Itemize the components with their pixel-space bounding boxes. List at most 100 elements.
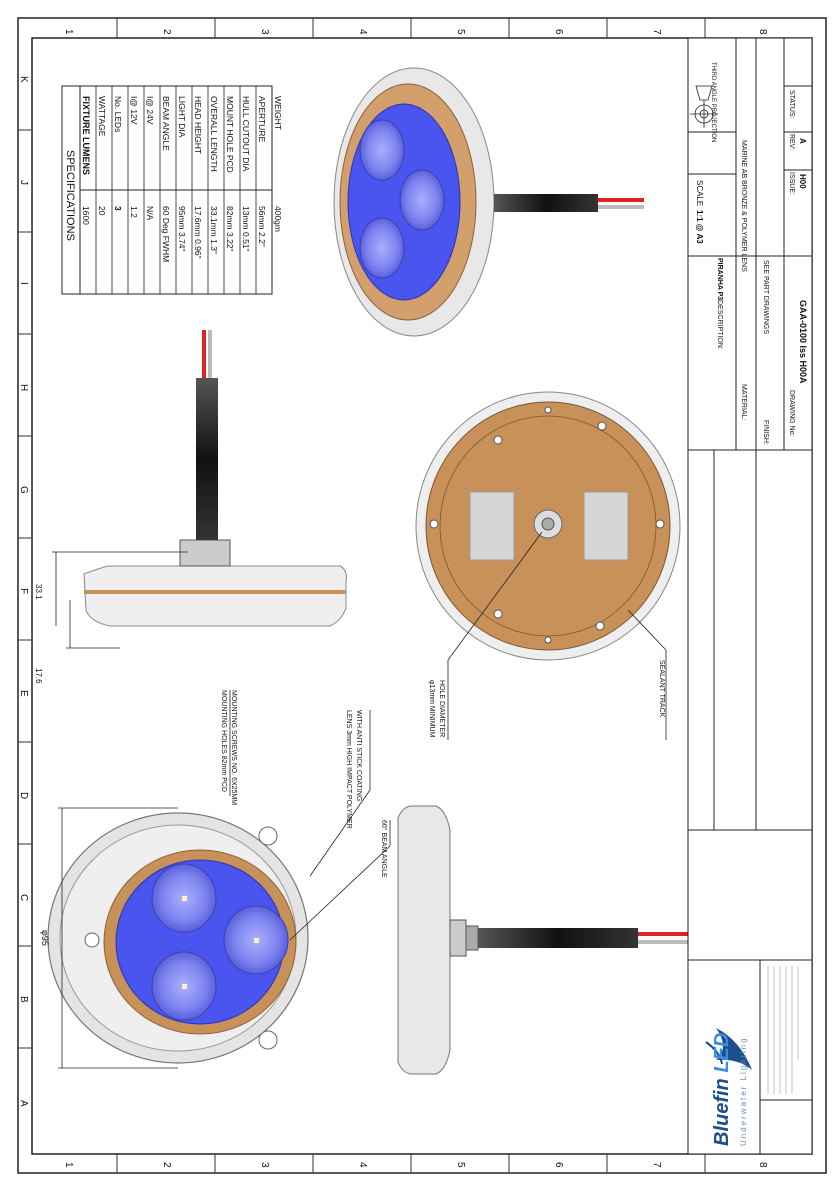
spec-label: BEAM ANGLE xyxy=(161,96,171,151)
note-hole-min: φ13mm MINIMUM xyxy=(428,680,435,738)
screw xyxy=(597,421,607,431)
grid-number: 3 xyxy=(259,1162,270,1168)
screw xyxy=(493,609,503,619)
rear-view xyxy=(415,391,681,661)
red-wire xyxy=(598,198,644,202)
spec-value: 82mm 3.22" xyxy=(225,206,235,252)
power-cable xyxy=(196,378,218,540)
grid-number: 3 xyxy=(259,29,270,35)
iso-view xyxy=(333,67,644,337)
drawing-no-label: DRAWING No: xyxy=(788,390,795,436)
screw xyxy=(429,519,439,529)
grid-letter: J xyxy=(18,180,29,185)
spec-value: N/A xyxy=(145,206,155,221)
led-lens xyxy=(399,169,445,231)
bluefin-logo xyxy=(705,1028,752,1070)
brand-name-part2: LED xyxy=(711,1033,733,1079)
spec-label: MOUNT HOLE PCD xyxy=(225,96,235,173)
spec-label: OVERALL LENGTH xyxy=(209,96,219,172)
spec-label: WEIGHT xyxy=(273,96,283,130)
power-cable xyxy=(494,194,598,212)
label-pad xyxy=(469,491,515,561)
red-wire xyxy=(638,932,690,936)
grid-number: 7 xyxy=(651,1162,662,1168)
diameter-label: φ95 xyxy=(40,930,50,946)
screw xyxy=(544,406,552,414)
issue-value: H00 xyxy=(798,174,807,189)
led-lens xyxy=(359,119,405,181)
grid-letter: B xyxy=(18,996,29,1003)
spec-title: SPECIFICATIONS xyxy=(64,150,76,241)
grid-number: 1 xyxy=(63,29,74,35)
spec-label: HEAD HEIGHT xyxy=(193,96,203,154)
grid-letter: H xyxy=(18,384,29,391)
spec-label: HULL CUTOUT DIA xyxy=(241,96,251,172)
grid-number: 4 xyxy=(357,29,368,35)
grid-numbers-bottom: 1 2 3 4 5 6 7 8 xyxy=(63,1162,768,1168)
drawing-no-value: GAA-0100 Iss H00A xyxy=(798,300,808,384)
rev-label: REV: xyxy=(788,134,795,150)
projection-label: THIRD ANGLE PROJECTION xyxy=(710,62,716,142)
description-value: PIRANHA P3 xyxy=(716,258,723,300)
spec-label: I@ 12V xyxy=(129,96,139,125)
issue-label: ISSUE: xyxy=(788,172,795,195)
spec-value: 17.6mm 0.96" xyxy=(193,206,203,259)
brand-name-part1: Bluefin xyxy=(711,1078,733,1146)
screw xyxy=(544,636,552,644)
spec-label: LIGHT DIA xyxy=(177,96,187,138)
note-beam-angle: 60° BEAM ANGLE xyxy=(380,820,388,878)
finish-label: FINISH: xyxy=(762,420,769,445)
spec-value: 1.2 xyxy=(129,206,139,218)
grid-letter: G xyxy=(18,486,29,494)
grid-letter: E xyxy=(18,690,29,697)
front-view xyxy=(47,812,309,1064)
grid-number: 7 xyxy=(651,29,662,35)
specifications-table: SPECIFICATIONS xyxy=(61,85,273,295)
spec-label: FIXTURE LUMENS xyxy=(81,96,91,175)
outer-border xyxy=(17,17,827,1174)
grid-number: 5 xyxy=(455,1162,466,1168)
spec-label: WATTAGE xyxy=(97,96,107,137)
grid-number: 2 xyxy=(161,29,172,35)
rev-value: A xyxy=(798,138,807,144)
grid-ticks xyxy=(18,18,706,1173)
grid-number: 8 xyxy=(757,1162,768,1168)
mounting-hole xyxy=(258,1030,278,1050)
grid-letter: I xyxy=(18,282,29,285)
note-mounting-pcd: MOUNTING HOLES 82mm PCD xyxy=(220,690,227,792)
grid-letter: K xyxy=(18,76,29,83)
grid-letter: C xyxy=(18,894,29,901)
spec-value: 20 xyxy=(97,206,107,216)
scale-label: SCALE xyxy=(695,180,704,206)
status-label: STATUS: xyxy=(788,90,795,119)
grid-number: 4 xyxy=(357,1162,368,1168)
grid-letter: F xyxy=(18,588,29,594)
height-dimensions xyxy=(52,551,188,649)
mounting-hole xyxy=(84,932,100,948)
title-block xyxy=(687,37,813,1155)
grid-letter: A xyxy=(18,1100,29,1107)
side-view-center xyxy=(83,330,347,627)
note-lens-material: LENS 3mm HIGH IMPACT POLYMER xyxy=(345,710,352,829)
grid-number: 5 xyxy=(455,29,466,35)
leader-lines xyxy=(229,531,667,941)
grid-letters: K J I H G F E D C B A xyxy=(18,76,29,1107)
power-cable xyxy=(478,928,638,948)
grid-letter: D xyxy=(18,792,29,799)
spec-value: 3 xyxy=(113,206,123,211)
brand-name: Bluefin LED xyxy=(711,1033,733,1146)
mounting-hole xyxy=(258,826,278,846)
label-pad xyxy=(583,491,629,561)
grid-number: 6 xyxy=(553,1162,564,1168)
head-height-label: 17.6 xyxy=(34,668,43,684)
material-label: MATERIAL: xyxy=(740,384,747,420)
spec-value: 400gm xyxy=(273,206,283,232)
overall-length-label: 33.1 xyxy=(34,584,43,600)
grid-number: 8 xyxy=(757,29,768,35)
diameter-dimension xyxy=(58,807,178,1069)
spec-value: 95mm 3.74" xyxy=(177,206,187,252)
spec-value: 1600 xyxy=(81,206,91,225)
screw xyxy=(493,435,503,445)
screw xyxy=(655,519,665,529)
